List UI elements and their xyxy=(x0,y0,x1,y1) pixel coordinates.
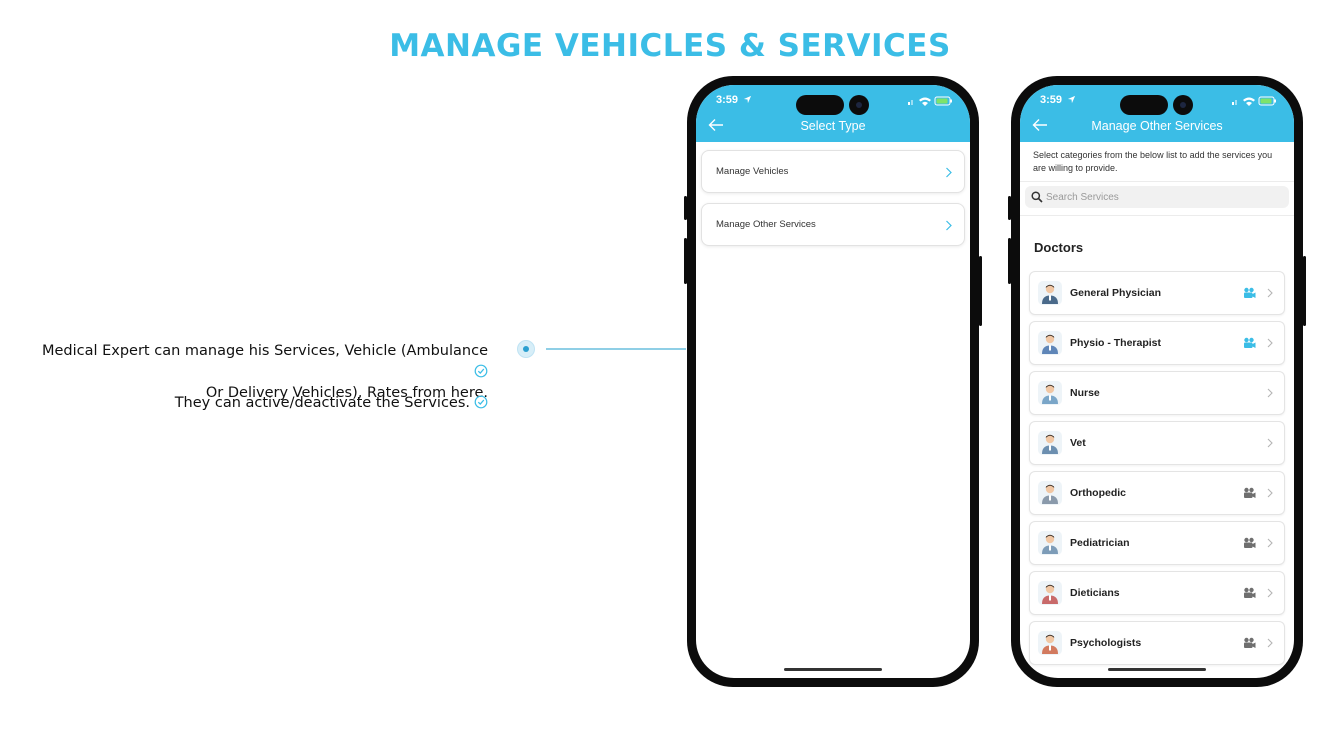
service-item[interactable]: General Physician xyxy=(1029,271,1285,315)
service-item[interactable]: Orthopedic xyxy=(1029,471,1285,515)
chevron-right-icon xyxy=(1267,538,1273,548)
service-label: Nurse xyxy=(1070,387,1100,399)
service-label: Psychologists xyxy=(1070,637,1142,649)
home-indicator[interactable] xyxy=(784,668,882,671)
status-icons xyxy=(1232,96,1276,106)
chevron-right-icon xyxy=(1267,338,1273,348)
psychologist-icon xyxy=(1038,631,1062,655)
divider xyxy=(1020,215,1294,216)
volume-button xyxy=(1008,238,1011,284)
vet-icon xyxy=(1038,431,1062,455)
power-button xyxy=(1303,256,1306,326)
physio-icon xyxy=(1038,331,1062,355)
search-box[interactable] xyxy=(1025,186,1289,208)
service-label: Pediatrician xyxy=(1070,537,1130,549)
chevron-right-icon xyxy=(1267,388,1273,398)
service-label: Physio - Therapist xyxy=(1070,337,1162,349)
service-item[interactable]: Dieticians xyxy=(1029,571,1285,615)
service-item[interactable]: Nurse xyxy=(1029,371,1285,415)
mute-switch xyxy=(1008,196,1011,220)
service-label: Orthopedic xyxy=(1070,487,1127,499)
intro-text: Select categories from the below list to… xyxy=(1033,150,1273,173)
chevron-right-icon xyxy=(946,167,952,178)
dynamic-island xyxy=(796,95,844,115)
callout-dot xyxy=(517,340,535,358)
doctor-icon xyxy=(1038,281,1062,305)
status-time: 3:59 xyxy=(716,94,739,106)
annotation-text: Medical Expert can manage his Services, … xyxy=(30,341,488,404)
manage-other-services-label: Manage Other Services xyxy=(716,219,816,230)
service-label: Vet xyxy=(1070,437,1086,449)
annotation-line-1: Medical Expert can manage his Services, … xyxy=(41,343,488,359)
screen-select-type: 3:59 Select Type Manage Vehicles Manage … xyxy=(696,85,970,678)
phone-select-type: 3:59 Select Type Manage Vehicles Manage … xyxy=(684,76,982,687)
chevron-right-icon xyxy=(1267,588,1273,598)
check-circle-icon xyxy=(474,395,488,409)
service-label: Dieticians xyxy=(1070,587,1120,599)
dietician-icon xyxy=(1038,581,1062,605)
manage-vehicles-item[interactable]: Manage Vehicles xyxy=(701,150,965,193)
video-camera-icon[interactable] xyxy=(1243,287,1256,299)
video-camera-icon[interactable] xyxy=(1243,537,1256,549)
front-camera xyxy=(1173,95,1193,115)
manage-vehicles-label: Manage Vehicles xyxy=(716,166,789,177)
chevron-right-icon xyxy=(1267,288,1273,298)
location-arrow-icon xyxy=(1067,95,1076,104)
volume-button xyxy=(684,238,687,284)
video-camera-icon[interactable] xyxy=(1243,637,1256,649)
video-camera-icon[interactable] xyxy=(1243,487,1256,499)
divider xyxy=(1020,181,1294,182)
app-header: 3:59 Select Type xyxy=(696,85,970,142)
location-arrow-icon xyxy=(743,95,752,104)
chevron-right-icon xyxy=(946,220,952,231)
service-item[interactable]: Physio - Therapist xyxy=(1029,321,1285,365)
status-icons xyxy=(908,96,952,106)
back-arrow-icon[interactable] xyxy=(1032,118,1048,132)
page-title: MANAGE VEHICLES & SERVICES xyxy=(389,28,951,64)
phone-manage-other-services: 3:59 Manage Other Services Select catego… xyxy=(1008,76,1306,687)
mute-switch xyxy=(684,196,687,220)
callout-line xyxy=(546,348,686,350)
home-indicator[interactable] xyxy=(1108,668,1206,671)
annotation-line-3: They can active/deactivate the Services. xyxy=(174,395,470,411)
pediatrician-icon xyxy=(1038,531,1062,555)
screen-manage-other-services: 3:59 Manage Other Services Select catego… xyxy=(1020,85,1294,678)
check-circle-icon xyxy=(474,364,488,378)
service-item[interactable]: Psychologists xyxy=(1029,621,1285,665)
video-camera-icon[interactable] xyxy=(1243,337,1256,349)
search-icon xyxy=(1031,191,1043,203)
status-time: 3:59 xyxy=(1040,94,1063,106)
front-camera xyxy=(849,95,869,115)
service-item[interactable]: Vet xyxy=(1029,421,1285,465)
service-label: General Physician xyxy=(1070,287,1162,299)
app-header: 3:59 Manage Other Services xyxy=(1020,85,1294,142)
dynamic-island xyxy=(1120,95,1168,115)
chevron-right-icon xyxy=(1267,488,1273,498)
annotation-text-2: They can active/deactivate the Services. xyxy=(150,393,488,414)
service-item[interactable]: Pediatrician xyxy=(1029,521,1285,565)
chevron-right-icon xyxy=(1267,438,1273,448)
orthopedic-icon xyxy=(1038,481,1062,505)
back-arrow-icon[interactable] xyxy=(708,118,724,132)
manage-other-services-item[interactable]: Manage Other Services xyxy=(701,203,965,246)
screen-title: Select Type xyxy=(800,119,866,133)
screen-title: Manage Other Services xyxy=(1091,119,1223,133)
chevron-right-icon xyxy=(1267,638,1273,648)
search-input[interactable] xyxy=(1046,188,1282,206)
annotation-line-2: Or Delivery Vehicles), Rates from here. xyxy=(205,385,488,401)
section-title: Doctors xyxy=(1034,240,1084,255)
power-button xyxy=(979,256,982,326)
video-camera-icon[interactable] xyxy=(1243,587,1256,599)
nurse-icon xyxy=(1038,381,1062,405)
